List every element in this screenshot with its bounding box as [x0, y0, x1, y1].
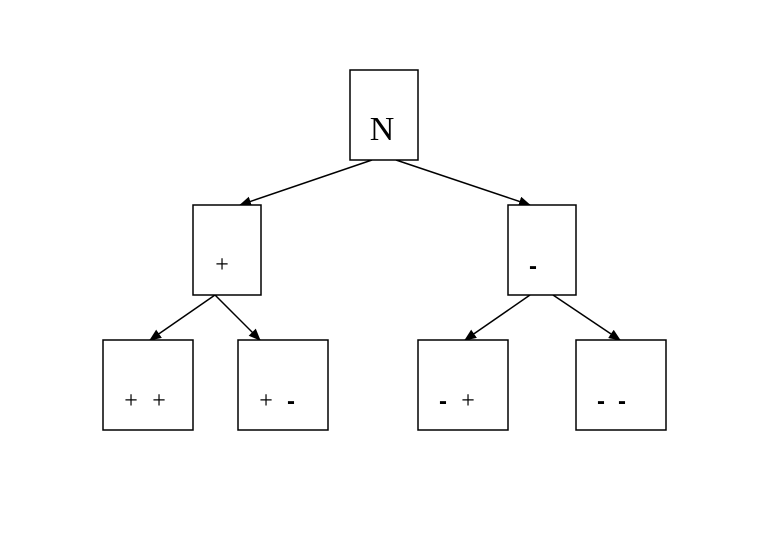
node-minus: -	[507, 204, 577, 296]
node-plus-plus: + +	[102, 339, 194, 431]
node-label: N	[370, 111, 395, 148]
node-minus-plus: - +	[417, 339, 509, 431]
node-label-part: +	[152, 388, 166, 414]
edge-plus-plusplus	[149, 294, 216, 341]
node-label-part: +	[259, 388, 273, 414]
node-minus-minus: - -	[575, 339, 667, 431]
node-label-part: -	[439, 388, 447, 415]
node-plus: +	[192, 204, 262, 296]
edge-root-plus	[239, 159, 373, 207]
edge-plus-plusminus	[214, 294, 261, 341]
node-label-part: -	[618, 388, 626, 415]
edge-minus-minusminus	[552, 294, 621, 341]
node-label: +	[215, 252, 229, 278]
node-label-part: +	[461, 388, 475, 414]
node-label-part: -	[597, 388, 605, 415]
node-label-part: +	[124, 388, 138, 414]
node-plus-minus: + -	[237, 339, 329, 431]
node-root: N	[349, 69, 419, 161]
edge-minus-minusplus	[464, 294, 531, 341]
node-label: -	[529, 253, 537, 280]
edge-root-minus	[395, 159, 531, 207]
node-label-part: -	[287, 388, 295, 415]
